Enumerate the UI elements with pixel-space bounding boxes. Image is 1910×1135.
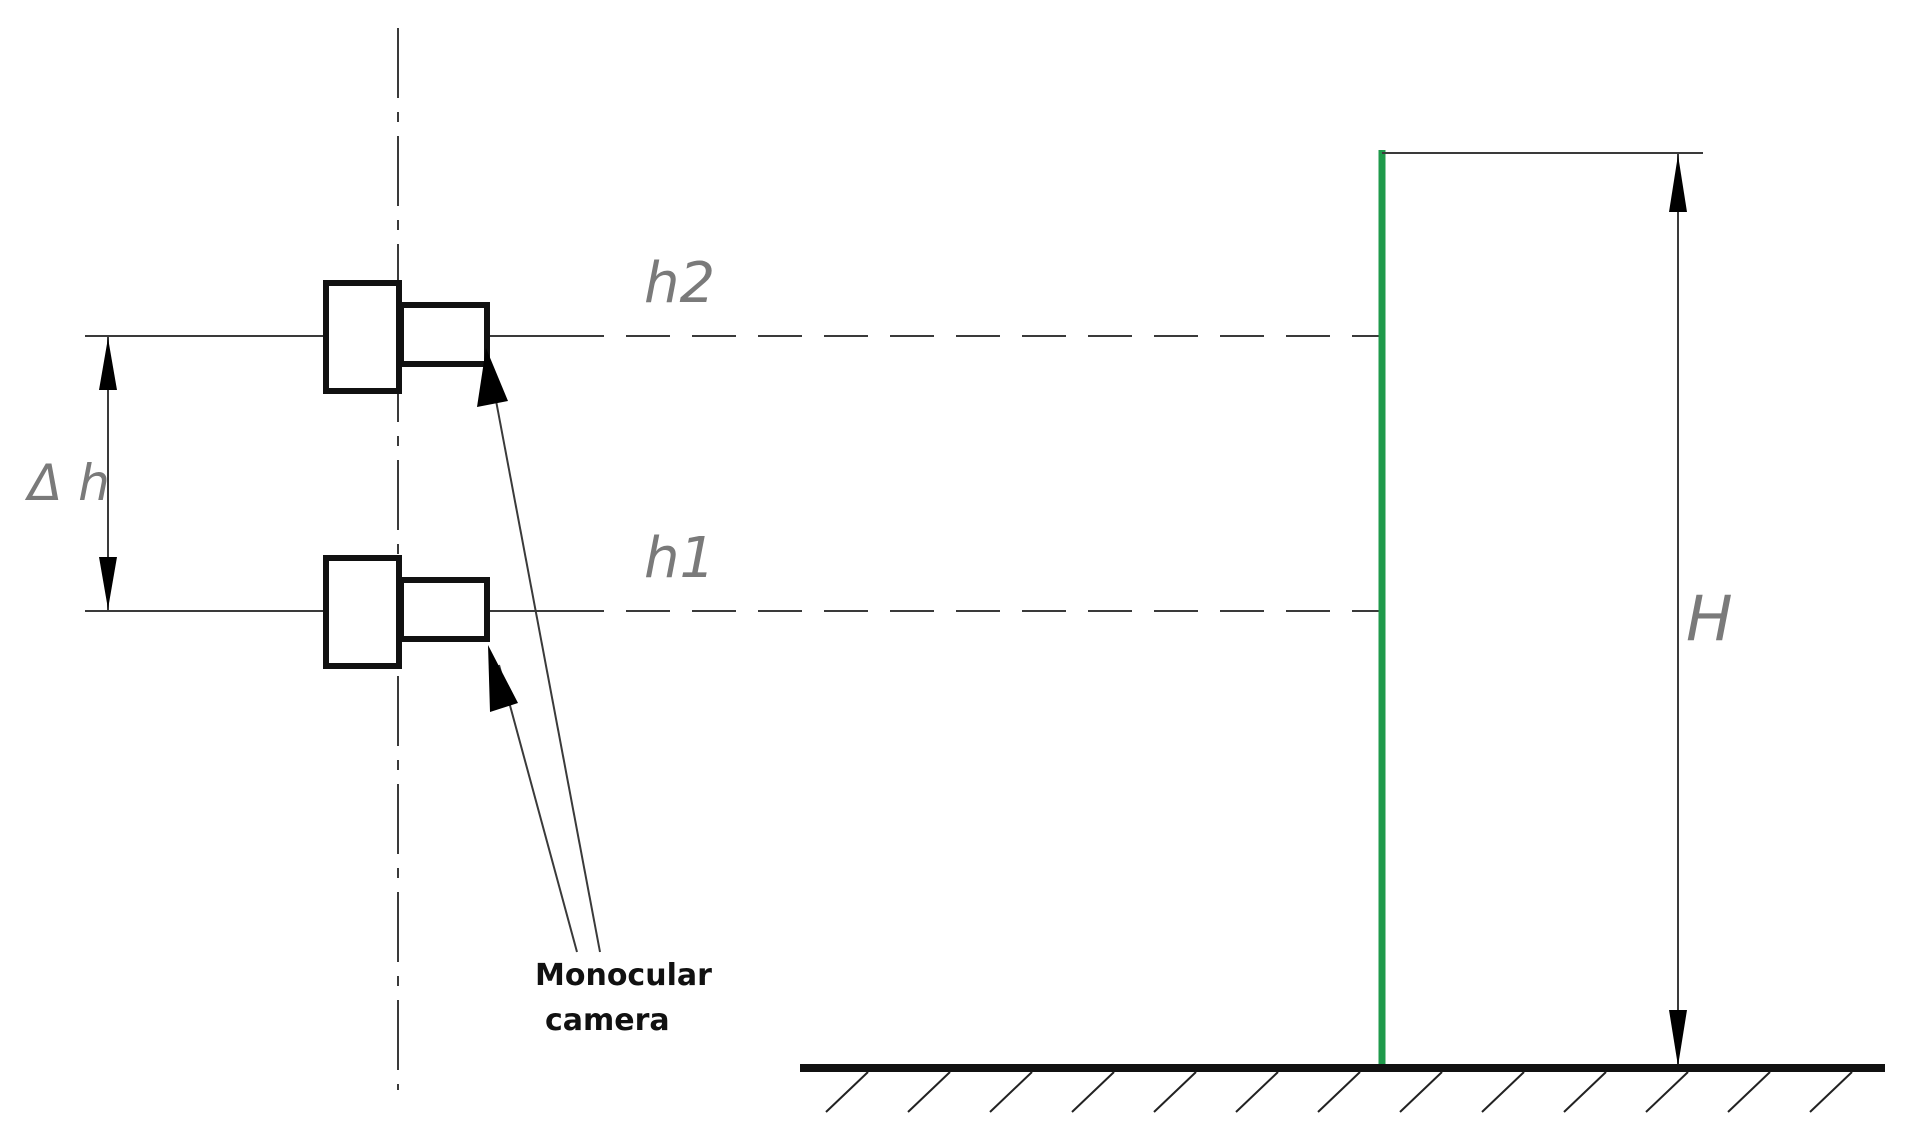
hatch-mark (1563, 1071, 1607, 1113)
leader-line-lower (498, 664, 578, 953)
H-arrow-up (1669, 155, 1687, 212)
h2-label: h2 (644, 251, 715, 316)
lower-camera (323, 555, 490, 669)
hatch-mark (989, 1071, 1033, 1113)
hatch-mark (825, 1071, 869, 1113)
hatch-mark (1071, 1071, 1115, 1113)
ground-hatching (825, 1071, 1853, 1113)
delta-h-label: Δ h (24, 454, 110, 512)
hatch-mark (1235, 1071, 1279, 1113)
leader-arrow-lower (488, 645, 518, 712)
h1-label: h1 (644, 526, 715, 591)
H-arrow-down (1669, 1010, 1687, 1066)
leader-arrow-upper (477, 348, 508, 407)
delta-h-arrow-up (99, 338, 117, 390)
H-label: H (1686, 582, 1733, 655)
hatch-mark (1727, 1071, 1771, 1113)
camera-caption-line1: Monocular (535, 958, 712, 993)
upper-camera (323, 280, 490, 394)
camera-caption-line2: camera (545, 1003, 670, 1038)
lower-camera-body (323, 555, 402, 669)
hatch-mark (1399, 1071, 1443, 1113)
hatch-mark (1317, 1071, 1361, 1113)
delta-h-arrow-down (99, 557, 117, 609)
leader-line-upper (493, 389, 601, 953)
lower-camera-lens (398, 577, 490, 642)
hatch-mark (907, 1071, 951, 1113)
hatch-mark (1153, 1071, 1197, 1113)
upper-camera-body (323, 280, 402, 394)
hatch-mark (1481, 1071, 1525, 1113)
upper-camera-lens (398, 302, 490, 367)
hatch-mark (1809, 1071, 1853, 1113)
hatch-mark (1645, 1071, 1689, 1113)
